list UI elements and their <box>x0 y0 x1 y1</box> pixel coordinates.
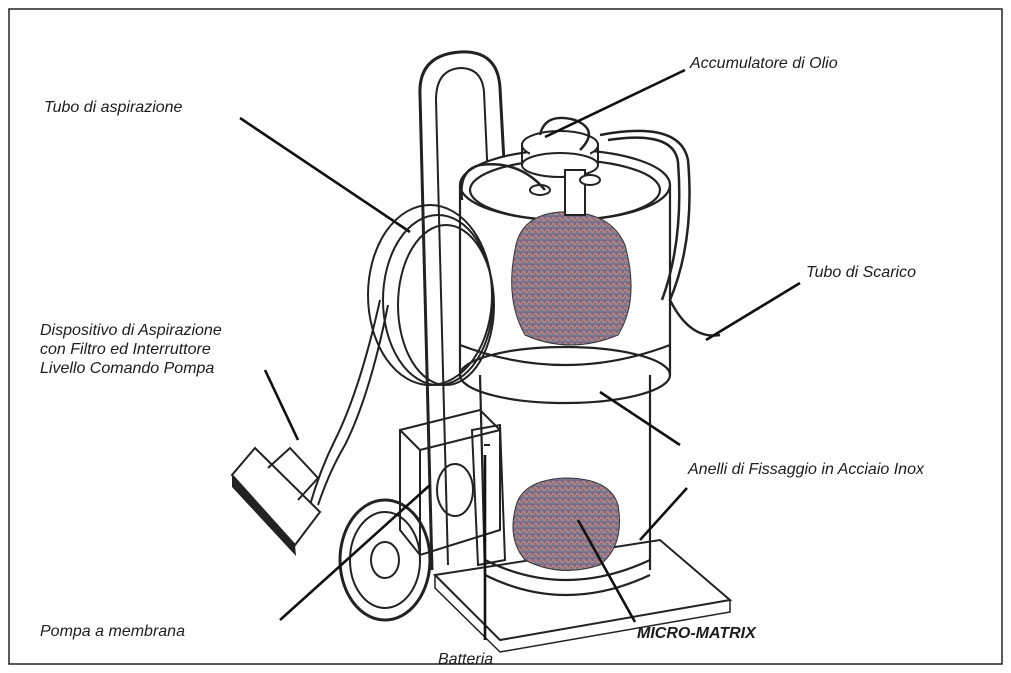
label-suction-hose: Tubo di aspirazione <box>44 98 182 117</box>
label-suction-device: Dispositivo di Aspirazione con Filtro ed… <box>40 321 222 379</box>
label-battery: Batteria <box>438 650 493 669</box>
label-suction-device-line1: Dispositivo di Aspirazione <box>40 321 222 340</box>
label-accumulator: Accumulatore di Olio <box>690 54 838 73</box>
micro-matrix-media <box>513 478 620 570</box>
label-discharge-hose: Tubo di Scarico <box>806 263 916 282</box>
wheel <box>340 500 430 620</box>
label-rings: Anelli di Fissaggio in Acciaio Inox <box>688 460 924 479</box>
suction-device <box>232 448 320 556</box>
hose-coil <box>310 205 494 505</box>
label-suction-device-line3: Livello Comando Pompa <box>40 359 222 378</box>
label-pump: Pompa a membrana <box>40 622 185 641</box>
upper-filter-media <box>512 212 631 345</box>
label-suction-device-line2: con Filtro ed Interruttore <box>40 340 222 359</box>
label-micro-matrix: MICRO-MATRIX <box>637 624 756 643</box>
